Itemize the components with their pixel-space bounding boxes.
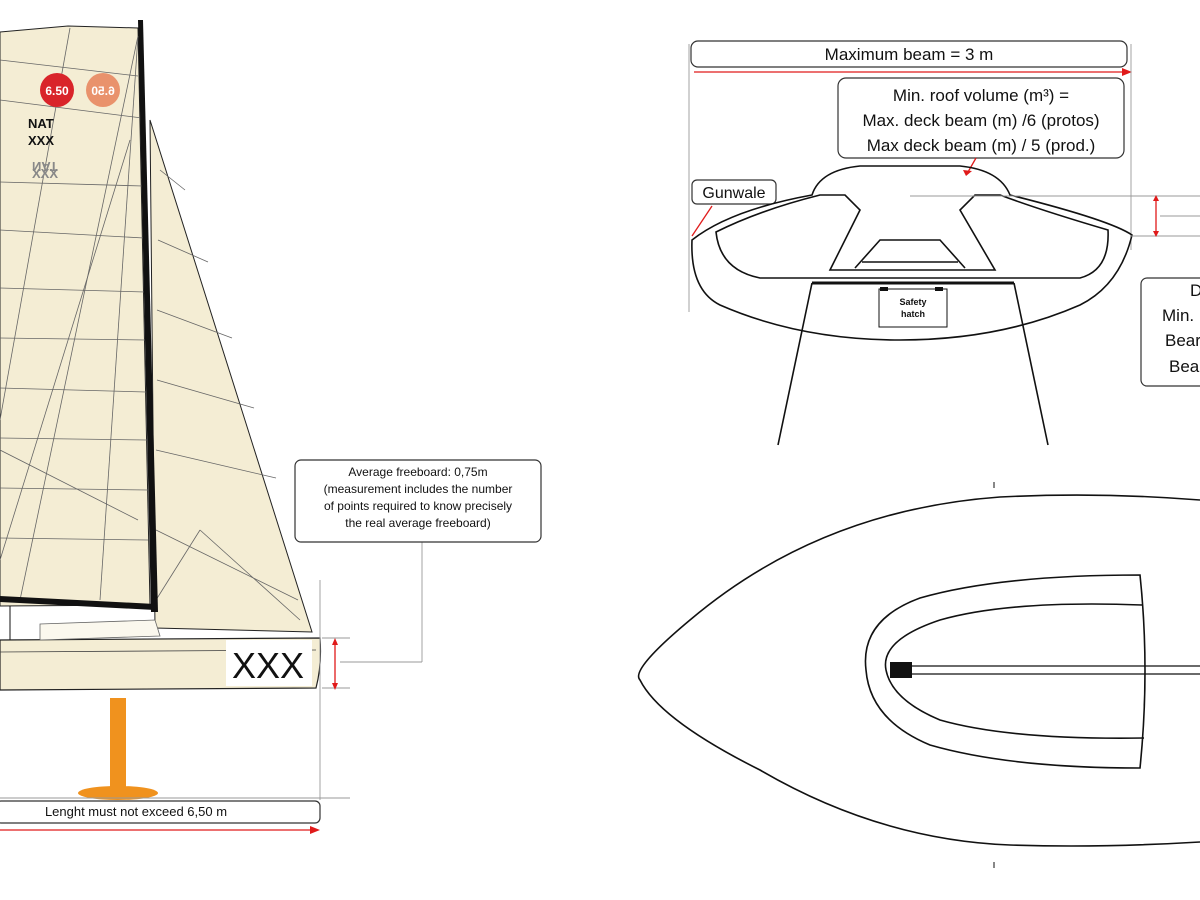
cabin-roof-plan xyxy=(864,574,1146,769)
svg-text:Lenght must not exceed 6,50 m: Lenght must not exceed 6,50 m xyxy=(45,804,227,819)
keel-fin xyxy=(110,698,126,790)
svg-text:Gunwale: Gunwale xyxy=(702,185,765,202)
max-beam-note: Maximum beam = 3 m xyxy=(690,40,1128,68)
sail-number: XXX xyxy=(28,133,54,148)
svg-text:Min. roof volume (m³) =: Min. roof volume (m³) = xyxy=(893,86,1069,105)
hull-section xyxy=(691,165,1133,341)
svg-text:(measurement includes the numb: (measurement includes the number xyxy=(324,482,513,496)
keel-line-left xyxy=(777,282,813,446)
mast-step xyxy=(890,662,912,678)
keel-line-right xyxy=(1013,282,1049,446)
svg-text:Average freeboard: 0,75m: Average freeboard: 0,75m xyxy=(348,465,487,479)
svg-text:hatch: hatch xyxy=(901,309,925,319)
cabin-side xyxy=(39,619,161,641)
deck-outline xyxy=(715,194,1109,279)
logo-number-mirrored: 6.50 xyxy=(91,84,115,98)
class-logo: 6.50 xyxy=(40,73,74,107)
keel-bulb xyxy=(78,786,158,800)
svg-text:Bea: Bea xyxy=(1169,357,1200,376)
hull-number: XXX xyxy=(232,645,304,686)
freeboard-note: Average freeboard: 0,75m (measurement in… xyxy=(294,459,542,543)
companionway xyxy=(854,239,966,269)
class-logo-mirrored: 6.50 xyxy=(86,73,120,107)
svg-text:Maximum beam = 3 m: Maximum beam = 3 m xyxy=(825,45,994,64)
mast xyxy=(138,20,158,612)
svg-text:D: D xyxy=(1190,281,1200,300)
plan-view xyxy=(637,482,1200,868)
deck-outline-plan xyxy=(637,494,1200,847)
svg-text:the real average freeboard): the real average freeboard) xyxy=(345,516,490,530)
boom xyxy=(0,596,155,610)
svg-text:Safety: Safety xyxy=(899,297,926,307)
right-note-box: D Min. Bear Bea xyxy=(1140,277,1200,387)
gunwale-label: Gunwale xyxy=(691,179,777,205)
jib-seams xyxy=(155,169,301,621)
front-view: Maximum beam = 3 m Min. roof volume (m³)… xyxy=(688,40,1200,446)
cabin-roof-inner xyxy=(884,603,1145,739)
side-view: 6.50 6.50 NAT XXX NAT XXX XXX Avera xyxy=(0,20,542,834)
sail-nat: NAT xyxy=(28,116,54,131)
sail-nat-mirror: NAT xyxy=(32,159,58,174)
svg-text:Min.: Min. xyxy=(1162,306,1194,325)
svg-text:Max deck beam (m) / 5 (prod.): Max deck beam (m) / 5 (prod.) xyxy=(867,136,1096,155)
safety-hatch: Safety hatch xyxy=(878,287,948,328)
roof-volume-note: Min. roof volume (m³) = Max. deck beam (… xyxy=(837,77,1125,159)
logo-number: 6.50 xyxy=(45,84,69,98)
svg-text:of points required to know pre: of points required to know precisely xyxy=(324,499,512,513)
svg-text:Max. deck beam (m) /6 (protos): Max. deck beam (m) /6 (protos) xyxy=(862,111,1099,130)
sail-number-mirror: XXX xyxy=(32,166,58,181)
svg-text:Bear: Bear xyxy=(1165,331,1200,350)
length-note: Lenght must not exceed 6,50 m xyxy=(0,800,321,834)
mainsail xyxy=(0,25,151,607)
hull-number-panel xyxy=(226,640,312,686)
jib xyxy=(149,119,313,633)
